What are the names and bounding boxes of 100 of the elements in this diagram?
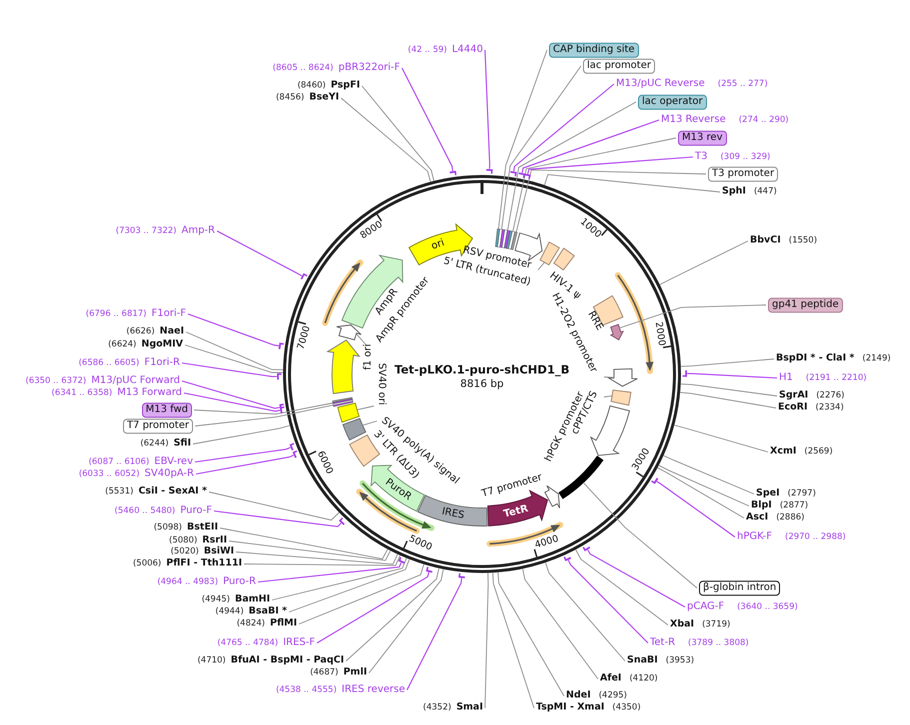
feature-tag: M13 rev bbox=[678, 130, 726, 146]
primer-name: H1 bbox=[779, 372, 793, 384]
leader-line bbox=[272, 558, 407, 600]
leader-line bbox=[484, 572, 489, 708]
enzyme-name: PmlI bbox=[343, 668, 367, 678]
site-mark bbox=[290, 442, 294, 450]
cut-position: (4120) bbox=[629, 674, 658, 684]
leader-line bbox=[208, 492, 340, 521]
enzyme-name: SnaBI bbox=[627, 656, 658, 666]
feature-tag: M13 fwd bbox=[142, 402, 192, 418]
leader-line bbox=[544, 174, 720, 192]
leader-line bbox=[507, 102, 636, 231]
cut-position: (4295) bbox=[598, 692, 627, 702]
enzyme-name: RsrII bbox=[202, 536, 227, 546]
leader-line bbox=[196, 454, 294, 475]
primer-position: (6796 .. 6817) bbox=[86, 310, 147, 320]
site-mark bbox=[292, 450, 298, 458]
cut-position: (4824) bbox=[236, 620, 265, 630]
cut-position: (4710) bbox=[197, 656, 226, 666]
leader-line bbox=[656, 481, 736, 538]
site-mark bbox=[458, 573, 465, 578]
leader-line bbox=[545, 562, 626, 662]
leader-line bbox=[527, 156, 694, 174]
cut-position: (3953) bbox=[666, 656, 694, 666]
cut-position: (5098) bbox=[154, 524, 182, 534]
enzyme-name: NdeI bbox=[566, 690, 591, 702]
enzyme-name: XbaI bbox=[670, 620, 694, 630]
site-mark bbox=[651, 478, 658, 484]
site-mark bbox=[524, 174, 531, 180]
primer-name: SV40pA-R bbox=[144, 468, 194, 480]
enzyme-name: NgoMIV bbox=[141, 340, 183, 350]
primer-position: (3789 .. 3808) bbox=[688, 639, 749, 649]
site-mark bbox=[682, 370, 688, 377]
enzyme-name: BsiWI bbox=[204, 546, 234, 558]
feature-tag: gp41 peptide bbox=[768, 298, 843, 312]
cut-position: (4352) bbox=[423, 704, 452, 714]
leader-line bbox=[498, 50, 548, 230]
scale-number: 7000 bbox=[296, 324, 314, 351]
primer-name: pCAG-F bbox=[687, 601, 724, 613]
leader-line bbox=[356, 333, 368, 346]
enzyme-name: PflFI - Tth111I bbox=[166, 558, 242, 570]
primer-name: L4440 bbox=[452, 44, 483, 56]
site-mark bbox=[518, 172, 526, 178]
feature-name: ori bbox=[430, 238, 446, 253]
leader-line bbox=[674, 424, 768, 452]
cut-position: (2334) bbox=[816, 404, 844, 414]
cut-position: (2276) bbox=[816, 392, 844, 402]
feature-tag: CAP binding site bbox=[549, 42, 639, 58]
leader-line bbox=[568, 560, 648, 644]
site-mark bbox=[338, 518, 345, 526]
feature-tag: T7 promoter bbox=[122, 418, 193, 434]
primer-position: (6033 .. 6052) bbox=[78, 470, 140, 480]
leader-line bbox=[184, 392, 280, 412]
primer-name: M13/pUC Reverse bbox=[616, 78, 705, 90]
leader-line bbox=[658, 464, 750, 506]
primer-position: (5460 .. 5480) bbox=[114, 507, 176, 517]
enzyme-name: AscI bbox=[746, 512, 768, 524]
enzyme-name: AfeI bbox=[600, 674, 622, 684]
enzyme-name: XcmI bbox=[770, 446, 796, 458]
feature-name: SV40 ori bbox=[375, 362, 387, 406]
cut-position: (4687) bbox=[310, 668, 338, 678]
leader-line bbox=[498, 572, 564, 696]
leader-line bbox=[516, 169, 706, 233]
leader-line bbox=[513, 84, 614, 172]
leader-line bbox=[538, 262, 545, 270]
cut-position: (2877) bbox=[780, 502, 808, 512]
cut-position: (6626) bbox=[126, 328, 155, 338]
cut-position: (2149) bbox=[862, 354, 891, 364]
enzyme-name: NaeI bbox=[160, 326, 184, 338]
enzyme-name: SphI bbox=[722, 186, 746, 198]
enzyme-name: BstEII bbox=[187, 522, 218, 534]
site-mark bbox=[426, 566, 432, 573]
enzyme-name: BfuAI - BspMI - PaqCI bbox=[230, 656, 344, 666]
leader-line bbox=[687, 373, 778, 379]
primer-name: T3 bbox=[695, 151, 708, 163]
leader-line bbox=[192, 425, 290, 444]
leader-line bbox=[220, 528, 388, 560]
leader-line bbox=[501, 66, 582, 230]
leader-line bbox=[663, 455, 754, 494]
primer-position: (6350 .. 6372) bbox=[26, 377, 86, 387]
enzyme-name: PspFI bbox=[330, 80, 360, 92]
leader-line bbox=[582, 482, 698, 588]
leader-line bbox=[244, 554, 401, 566]
primer-name: Puro-F bbox=[180, 505, 212, 517]
cut-position: (5080) bbox=[169, 536, 198, 546]
cut-position: (2797) bbox=[788, 490, 816, 500]
leader-line bbox=[236, 552, 398, 565]
primer-name: hPGK-F bbox=[737, 531, 772, 543]
scale-number: 6000 bbox=[314, 449, 334, 476]
site-mark bbox=[582, 546, 590, 552]
leader-line bbox=[587, 550, 686, 608]
leader-line bbox=[512, 138, 676, 232]
primer-name: F1ori-R bbox=[144, 357, 180, 369]
site-mark bbox=[278, 342, 284, 350]
plasmid-name: Tet-pLKO.1-puro-shCHD1_B bbox=[394, 363, 570, 377]
leader-line bbox=[214, 510, 342, 528]
primer-position: (274 .. 290) bbox=[738, 116, 789, 126]
enzyme-name: EcoRI bbox=[778, 402, 808, 414]
feature-tag: lac operator bbox=[638, 94, 707, 110]
leader-line bbox=[522, 568, 598, 680]
